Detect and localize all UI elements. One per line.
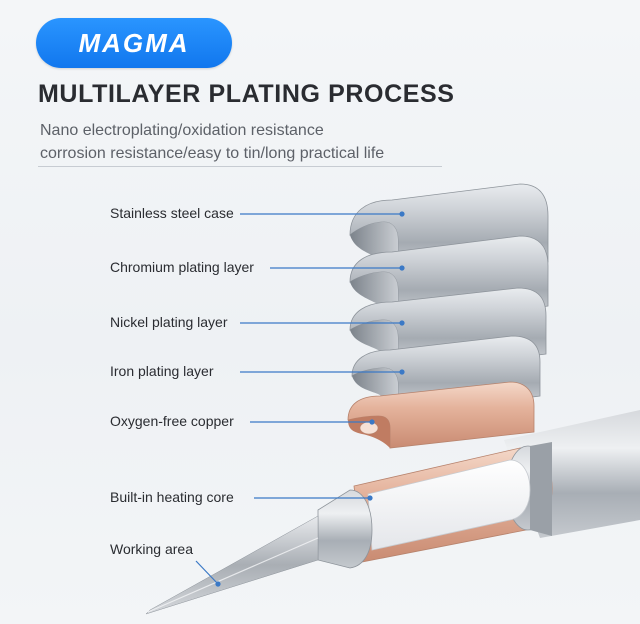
leader-dot-iron	[399, 369, 405, 375]
oxygen-free-copper-shell	[347, 381, 535, 449]
built-in-heating-core	[367, 459, 531, 551]
leader-lines	[195, 211, 405, 587]
leader-dot-copper	[369, 419, 375, 425]
working-area-tip	[145, 515, 319, 615]
label-stainless-steel-case: Stainless steel case	[110, 205, 234, 221]
brand-logo-badge: MAGMA	[36, 18, 232, 68]
subtitle-line-1: Nano electroplating/oxidation resistance	[40, 122, 324, 139]
leader-dot-nickel	[399, 320, 405, 326]
page-subtitle: Nano electroplating/oxidation resistance…	[40, 119, 384, 165]
label-built-in-heating-core: Built-in heating core	[110, 489, 234, 505]
label-chromium-plating-layer: Chromium plating layer	[110, 259, 254, 275]
page-title: MULTILAYER PLATING PROCESS	[38, 80, 455, 108]
subtitle-line-2: corrosion resistance/easy to tin/long pr…	[40, 145, 385, 162]
brand-logo-text: MAGMA	[78, 27, 190, 58]
leader-dot-stainless	[399, 211, 405, 217]
label-nickel-plating-layer: Nickel plating layer	[110, 314, 228, 330]
leader-dot-chromium	[399, 265, 405, 271]
label-iron-plating-layer: Iron plating layer	[110, 363, 214, 379]
barrel-front-collar	[317, 489, 373, 569]
leader-line-working-area	[195, 560, 219, 585]
leader-dot-working-area	[215, 581, 221, 587]
header-divider	[38, 166, 442, 167]
label-working-area: Working area	[110, 541, 194, 557]
leader-dot-heating-core	[367, 495, 373, 501]
label-oxygen-free-copper: Oxygen-free copper	[110, 413, 234, 429]
